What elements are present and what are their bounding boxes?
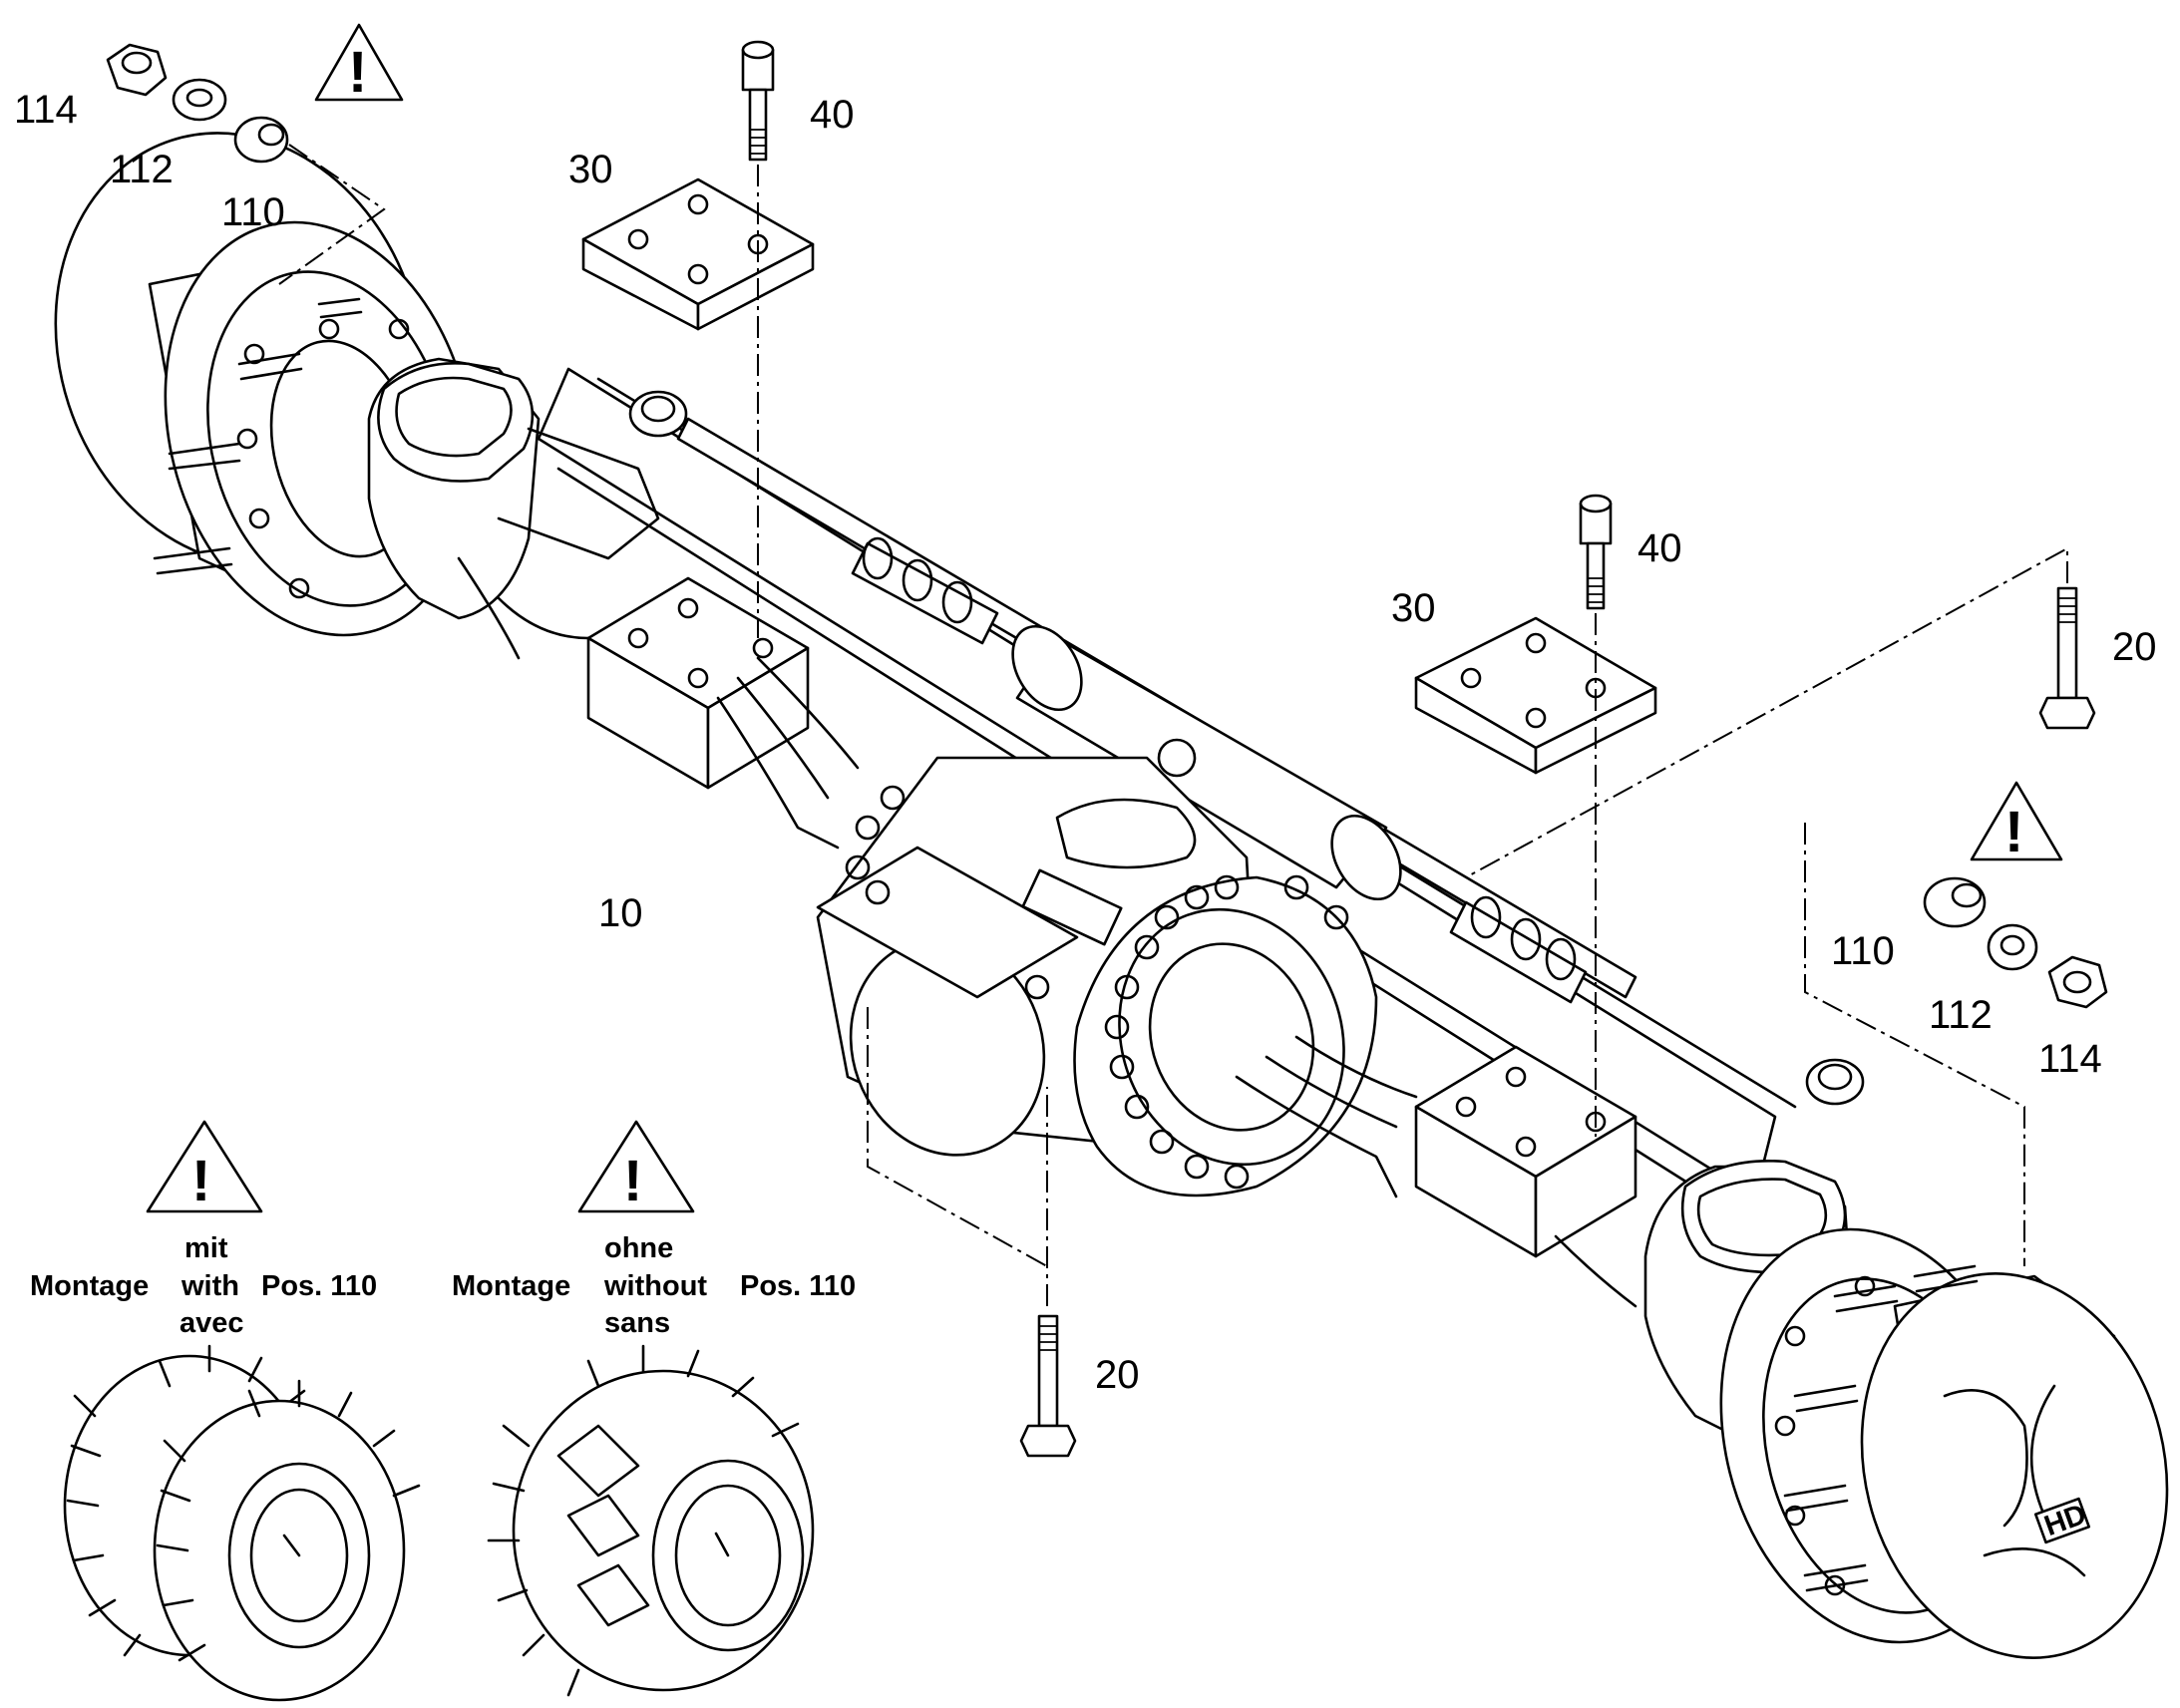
svg-text:with: with <box>181 1270 239 1302</box>
svg-text:ohne: ohne <box>604 1232 673 1264</box>
callout-20-bottom: 20 <box>1095 1353 1140 1397</box>
svg-text:Montage: Montage <box>452 1270 570 1302</box>
left-steering-knuckle <box>367 357 660 640</box>
callout-30-left: 30 <box>568 148 613 191</box>
svg-text:Montage: Montage <box>30 1270 149 1302</box>
callout-114-right: 114 <box>2038 1037 2102 1081</box>
washer-112-right <box>1987 923 2038 971</box>
plate-30-left <box>581 177 815 331</box>
note-with-pos-110: mit Montage with Pos. 110 avec <box>30 1232 377 1339</box>
callout-40-left: 40 <box>810 93 855 137</box>
bushing-110-left <box>233 116 289 164</box>
dual-tires-illustration <box>63 1344 421 1702</box>
bolt-40-right <box>1579 494 1613 610</box>
svg-text:without: without <box>603 1270 707 1302</box>
bolt-20-right <box>2038 586 2096 730</box>
svg-text:!: ! <box>623 1149 642 1213</box>
plate-30-right <box>1414 616 1657 775</box>
callout-20-right: 20 <box>2112 625 2157 669</box>
single-tire-illustration <box>487 1344 815 1697</box>
note-without-pos-110: ohne Montage without Pos. 110 sans <box>452 1232 856 1339</box>
callout-112-right: 112 <box>1929 993 1993 1037</box>
svg-text:mit: mit <box>184 1232 228 1264</box>
callout-112-left: 112 <box>110 148 174 191</box>
svg-text:Pos. 110: Pos. 110 <box>261 1270 377 1302</box>
warning-icon: ! <box>314 23 404 105</box>
right-wheel-hub: HD <box>1719 1227 2169 1659</box>
assembly-lines <box>278 144 2068 1306</box>
bushing-110-right <box>1923 876 1987 928</box>
warning-icon: ! <box>577 1120 695 1213</box>
callout-30-right: 30 <box>1391 586 1436 630</box>
svg-text:Pos. 110: Pos. 110 <box>740 1270 856 1302</box>
svg-text:!: ! <box>191 1149 210 1213</box>
callout-10: 10 <box>598 891 643 935</box>
bolt-40-left <box>741 40 775 162</box>
nut-114-left <box>106 43 168 97</box>
svg-text:sans: sans <box>604 1307 670 1339</box>
nut-114-right <box>2047 955 2108 1009</box>
washer-112-left <box>172 78 227 122</box>
callout-110-right: 110 <box>1831 929 1895 973</box>
callout-110-left: 110 <box>221 190 285 234</box>
svg-text:avec: avec <box>180 1307 244 1339</box>
callout-114-left: 114 <box>14 88 78 132</box>
steering-cylinder <box>1011 624 1402 901</box>
part-callouts: 114 112 110 40 30 40 30 20 10 110 112 11… <box>14 88 2157 1397</box>
svg-text:!: ! <box>348 40 367 105</box>
callout-40-right: 40 <box>1637 526 1682 570</box>
warning-icon: ! <box>1970 781 2063 864</box>
beam-ribs <box>457 556 1637 1308</box>
svg-text:!: ! <box>2004 800 2023 864</box>
warning-icon: ! <box>146 1120 263 1213</box>
bolt-20-bottom <box>1019 1314 1077 1458</box>
